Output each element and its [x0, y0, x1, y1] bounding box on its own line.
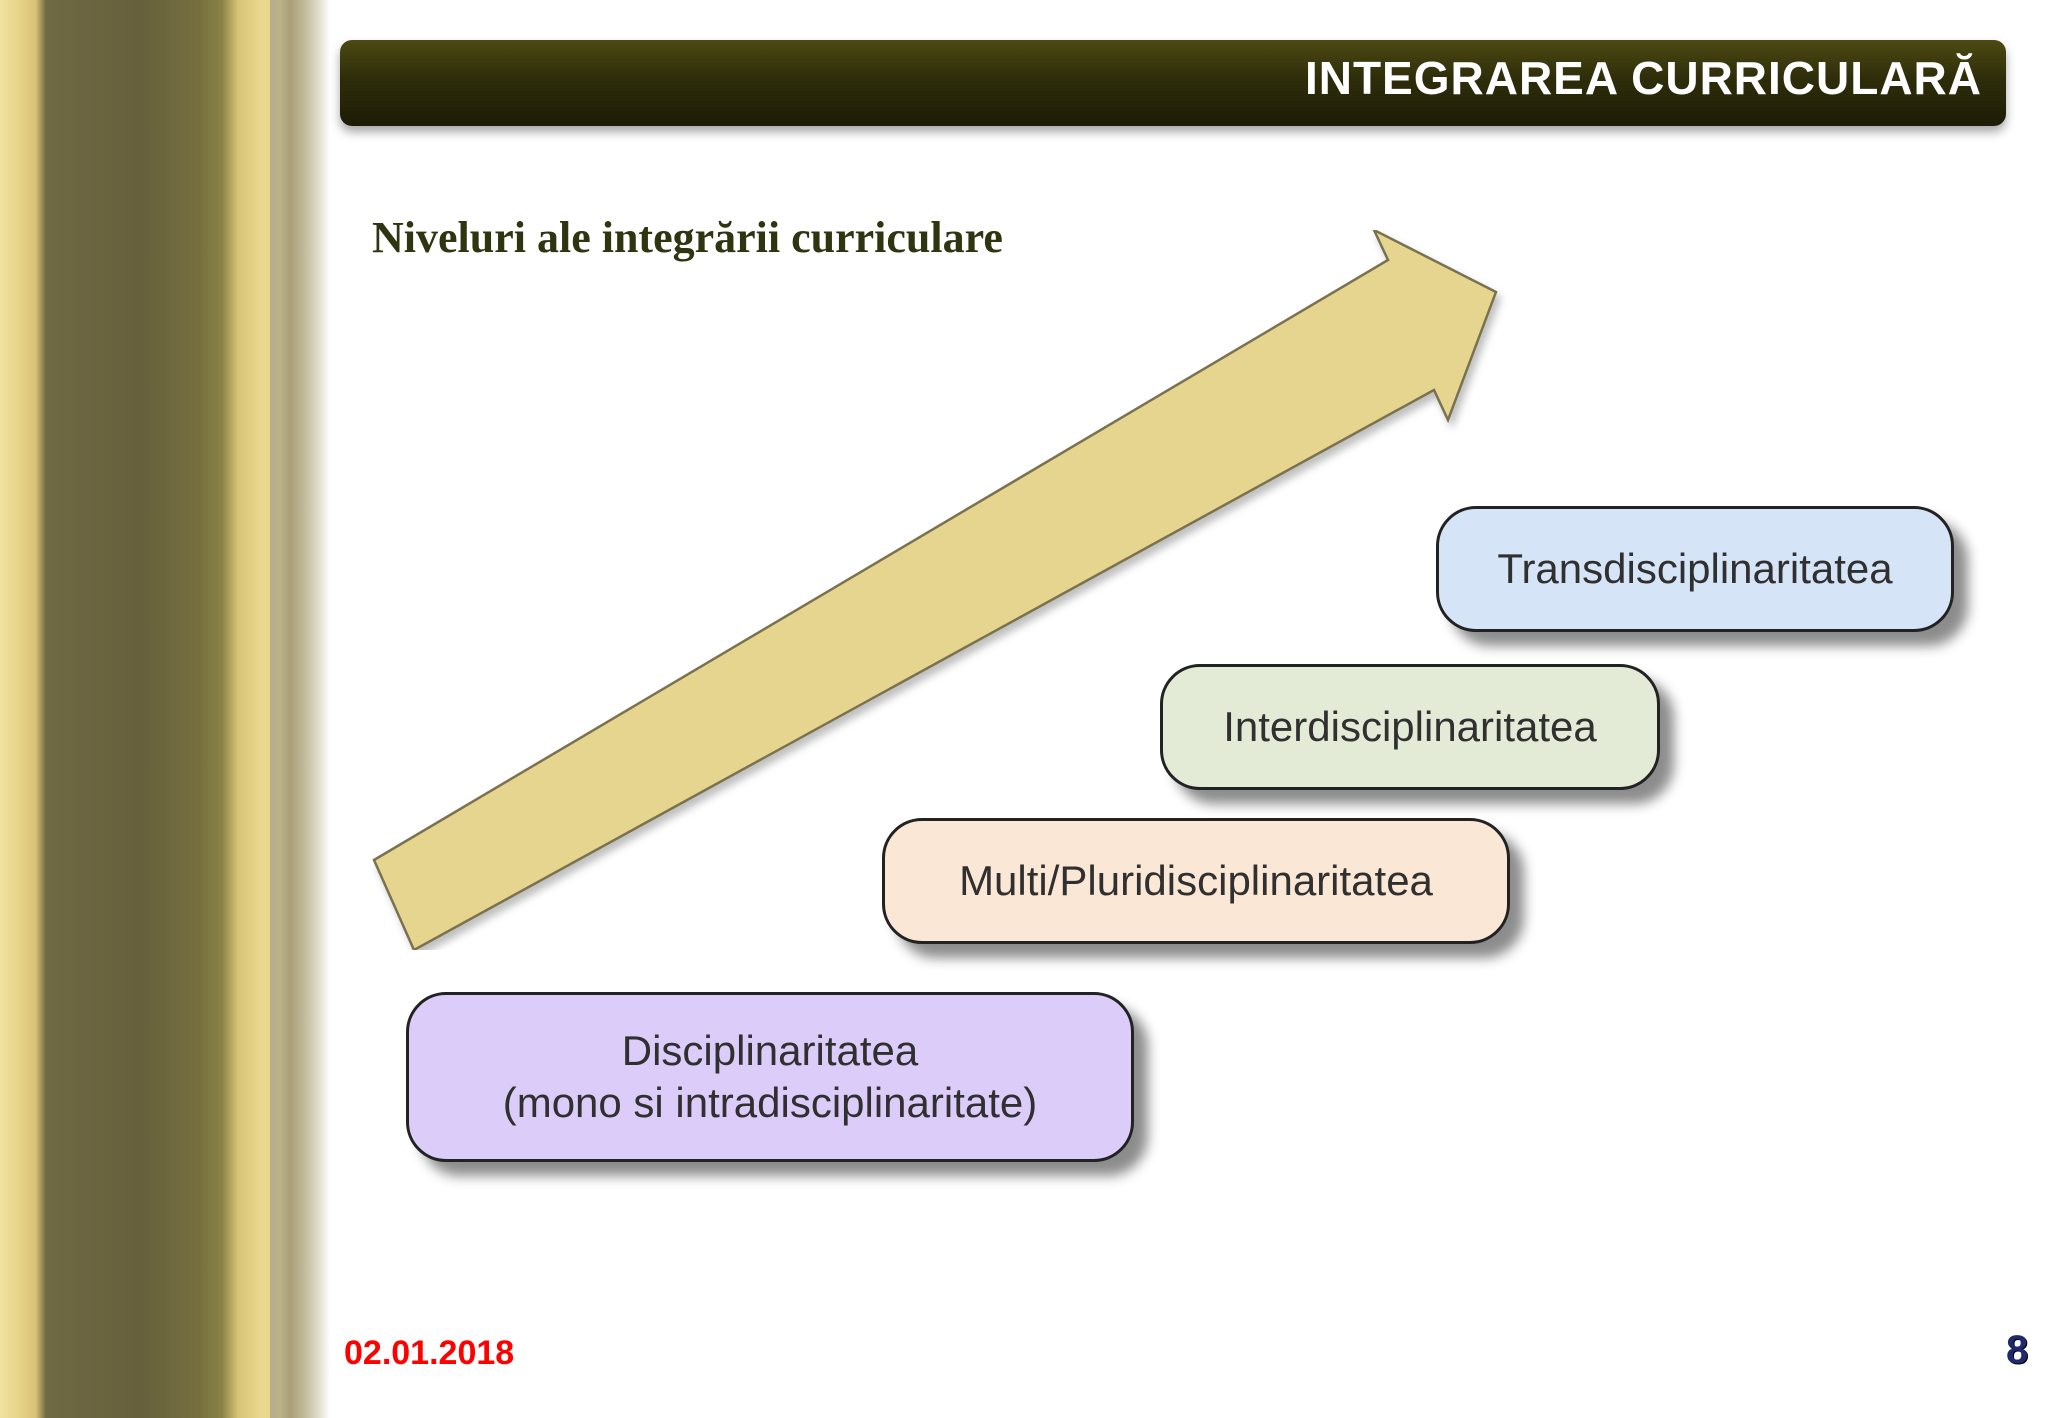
arrow-shape [372, 230, 1498, 950]
level-label: Transdisciplinaritatea [1497, 545, 1893, 592]
footer-date: 02.01.2018 [344, 1334, 515, 1372]
level-sublabel: (mono si intradisciplinaritate) [502, 1079, 1038, 1126]
page-number: 8 [2006, 1328, 2029, 1372]
level-box-transdisciplinarity: Transdisciplinaritatea [1436, 506, 1954, 632]
slide-subtitle: Niveluri ale integrării curriculare [372, 213, 1003, 262]
level-label: Interdisciplinaritatea [1223, 703, 1597, 750]
left-decorative-band [0, 0, 330, 1418]
level-box-multidisciplinarity: Multi/Pluridisciplinaritatea [882, 818, 1510, 944]
slide-title: INTEGRAREA CURRICULARĂ [1304, 52, 1982, 104]
header-bar: INTEGRAREA CURRICULARĂ [340, 40, 2006, 126]
level-label: Multi/Pluridisciplinaritatea [959, 857, 1433, 904]
level-box-disciplinarity: Disciplinaritatea (mono si intradiscipli… [406, 992, 1134, 1162]
progression-arrow [372, 230, 1498, 950]
level-box-interdisciplinarity: Interdisciplinaritatea [1160, 664, 1660, 790]
level-label: Disciplinaritatea [621, 1027, 919, 1074]
